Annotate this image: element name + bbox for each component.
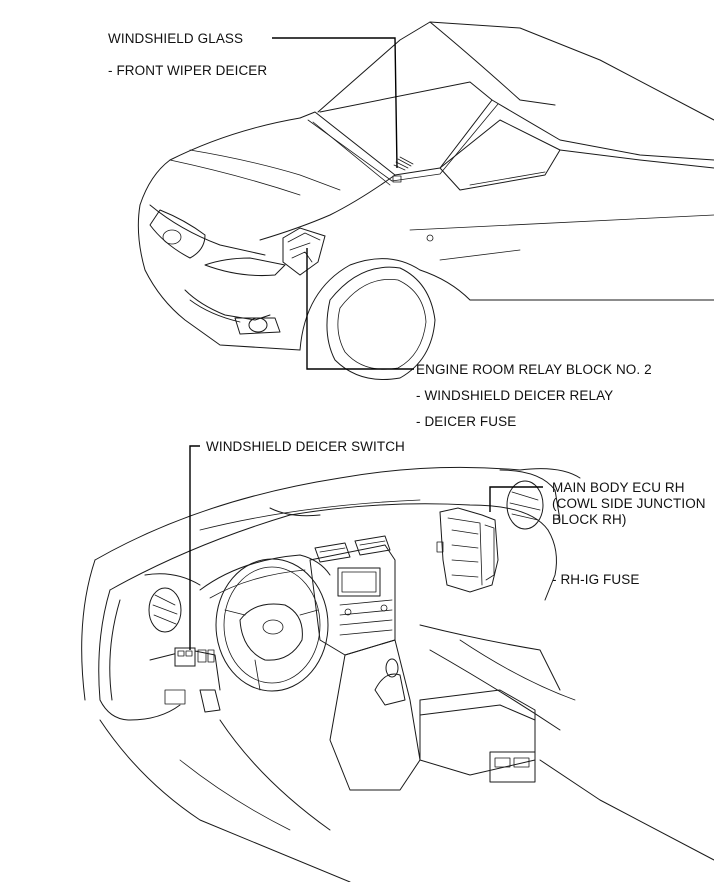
label-windshield-glass: WINDSHIELD GLASS	[108, 31, 244, 46]
interior-dashboard-drawing	[81, 466, 714, 882]
label-front-wiper-deicer: - FRONT WIPER DEICER	[108, 63, 268, 78]
car-exterior-drawing	[137, 21, 714, 381]
label-deicer-fuse: - DEICER FUSE	[416, 414, 517, 429]
label-windshield-deicer-switch: WINDSHIELD DEICER SWITCH	[206, 439, 405, 454]
label-engine-room-relay-block: ENGINE ROOM RELAY BLOCK NO. 2	[416, 362, 652, 377]
label-main-body-ecu-rh: MAIN BODY ECU RH	[552, 480, 685, 495]
label-rh-ig-fuse: - RH-IG FUSE	[552, 572, 640, 587]
leader-lines	[189, 37, 543, 650]
label-windshield-deicer-relay: - WINDSHIELD DEICER RELAY	[416, 388, 614, 403]
label-block-rh: BLOCK RH)	[552, 512, 627, 527]
label-cowl-side-junction: (COWL SIDE JUNCTION	[552, 496, 706, 511]
